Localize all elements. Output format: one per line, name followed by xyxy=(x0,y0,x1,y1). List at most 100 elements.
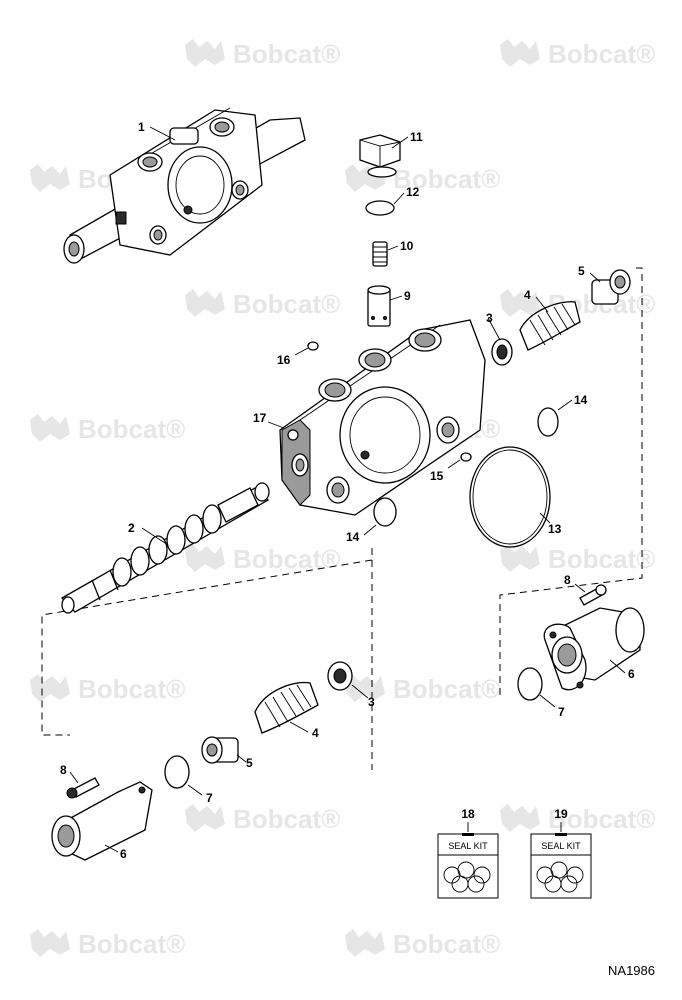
part-3-seal-lower xyxy=(327,661,353,691)
part-2-spool xyxy=(60,482,270,614)
watermark-logo: Bobcat® xyxy=(185,39,340,69)
callouts: 1 2 3 3 4 4 5 5 6 6 7 7 8 8 9 10 11 xyxy=(60,120,635,861)
seal-kit-18-number: 18 xyxy=(461,807,475,821)
watermark-bobcat-icon xyxy=(500,289,540,317)
part-17-valve-body xyxy=(279,319,486,516)
watermark-bobcat-icon xyxy=(30,674,70,702)
part-13-inner xyxy=(472,449,548,545)
watermark-bobcat-icon xyxy=(185,289,225,317)
part-6-cap-right xyxy=(543,607,645,691)
watermark-bobcat-icon xyxy=(500,39,540,67)
watermark-bobcat-icon xyxy=(500,804,540,832)
callout-9: 9 xyxy=(404,289,411,303)
watermark-bobcat-icon xyxy=(345,674,385,702)
watermark-bobcat-icon xyxy=(30,414,70,442)
watermark-logo: Bobcat® xyxy=(500,804,655,834)
callout-14-right: 14 xyxy=(574,393,588,407)
part-8-bolt-lower xyxy=(66,777,100,799)
watermark-text: Bobcat® xyxy=(548,804,655,834)
part-14-o-ring-right xyxy=(537,407,559,437)
callout-11: 11 xyxy=(410,130,423,144)
dashed-assembly-lines xyxy=(41,267,643,770)
watermark-bobcat-icon xyxy=(185,39,225,67)
callout-1: 1 xyxy=(138,120,145,134)
watermark-text: Bobcat® xyxy=(548,39,655,69)
part-7-o-ring-lower xyxy=(164,755,190,789)
watermark-logo: Bobcat® xyxy=(345,929,500,959)
watermark-logo: Bobcat® xyxy=(345,164,500,194)
callout-13: 13 xyxy=(548,522,562,536)
watermark-logo: Bobcat® xyxy=(30,414,185,444)
callout-7-right: 7 xyxy=(558,705,565,719)
watermark-text: Bobcat® xyxy=(233,39,340,69)
part-11-plug xyxy=(359,134,401,178)
callout-4-lower: 4 xyxy=(312,726,319,740)
watermark-logo: Bobcat® xyxy=(185,544,340,574)
watermark-text: Bobcat® xyxy=(548,544,655,574)
watermark-logo: Bobcat® xyxy=(500,39,655,69)
callout-3-lower: 3 xyxy=(368,695,375,709)
callout-8-right: 8 xyxy=(564,573,571,587)
watermark-logo: Bobcat® xyxy=(30,674,185,704)
part-12-o-ring xyxy=(365,200,395,216)
part-7-o-ring-right xyxy=(517,667,543,701)
callout-16: 16 xyxy=(277,353,291,367)
part-10-spring xyxy=(372,241,388,267)
watermark-logo: Bobcat® xyxy=(30,929,185,959)
watermark-text: Bobcat® xyxy=(78,414,185,444)
part-4-spring-lower xyxy=(254,681,319,734)
callout-14-lower: 14 xyxy=(346,530,360,544)
watermark-logo: Bobcat® xyxy=(500,544,655,574)
drawing-code: NA1986 xyxy=(608,963,655,978)
callout-8-lower: 8 xyxy=(60,763,67,777)
watermark-bobcat-icon xyxy=(185,804,225,832)
watermark-text: Bobcat® xyxy=(393,929,500,959)
watermark-text: Bobcat® xyxy=(393,164,500,194)
watermark-bobcat-icon xyxy=(30,164,70,192)
callout-7-lower: 7 xyxy=(206,791,213,805)
watermark-bobcat-icon xyxy=(185,544,225,572)
seal-kit-19: 19 SEAL KIT xyxy=(530,807,592,899)
callout-3-upper: 3 xyxy=(486,311,493,325)
part-16-plug xyxy=(307,341,319,351)
part-15-plug xyxy=(460,452,472,462)
callout-5-lower: 5 xyxy=(246,756,253,770)
watermark-text: Bobcat® xyxy=(393,674,500,704)
callout-6-right: 6 xyxy=(628,667,635,681)
callout-12: 12 xyxy=(406,185,420,199)
part-13-large-o-ring xyxy=(469,446,551,548)
seal-kit-18: 18 SEAL KIT xyxy=(437,807,499,899)
callout-6-lower: 6 xyxy=(120,847,127,861)
watermark-text: Bobcat® xyxy=(233,289,340,319)
callout-10: 10 xyxy=(400,239,414,253)
part-4-spring-upper xyxy=(519,301,581,351)
part-5-cap-upper xyxy=(591,269,631,305)
watermark-logo: Bobcat® xyxy=(185,804,340,834)
callout-2: 2 xyxy=(128,521,135,535)
part-6-cap-lower xyxy=(51,781,153,861)
part-14-o-ring-lower xyxy=(373,497,397,527)
part-1-valve-section xyxy=(63,107,306,264)
part-9-poppet xyxy=(367,285,391,327)
watermark-logo: Bobcat® xyxy=(345,674,500,704)
part-3-seal-upper xyxy=(491,338,513,366)
callout-15: 15 xyxy=(430,469,444,483)
watermark-bobcat-icon xyxy=(345,164,385,192)
watermark-text: Bobcat® xyxy=(233,544,340,574)
part-5-cap-lower xyxy=(201,736,239,764)
part-8-bolt-right xyxy=(579,584,607,606)
watermark-logo: Bobcat® xyxy=(185,289,340,319)
callout-4-upper: 4 xyxy=(524,288,531,302)
seal-kit-18-label: SEAL KIT xyxy=(448,841,488,851)
seal-kit-19-number: 19 xyxy=(554,807,568,821)
watermark-text: Bobcat® xyxy=(78,674,185,704)
watermark-text: Bobcat® xyxy=(78,929,185,959)
watermark-text: Bobcat® xyxy=(233,804,340,834)
watermark-bobcat-icon xyxy=(500,544,540,572)
seal-kit-19-label: SEAL KIT xyxy=(541,841,581,851)
callout-17: 17 xyxy=(253,411,267,425)
watermark-bobcat-icon xyxy=(345,929,385,957)
callout-5-upper: 5 xyxy=(578,264,585,278)
watermark-bobcat-icon xyxy=(30,929,70,957)
